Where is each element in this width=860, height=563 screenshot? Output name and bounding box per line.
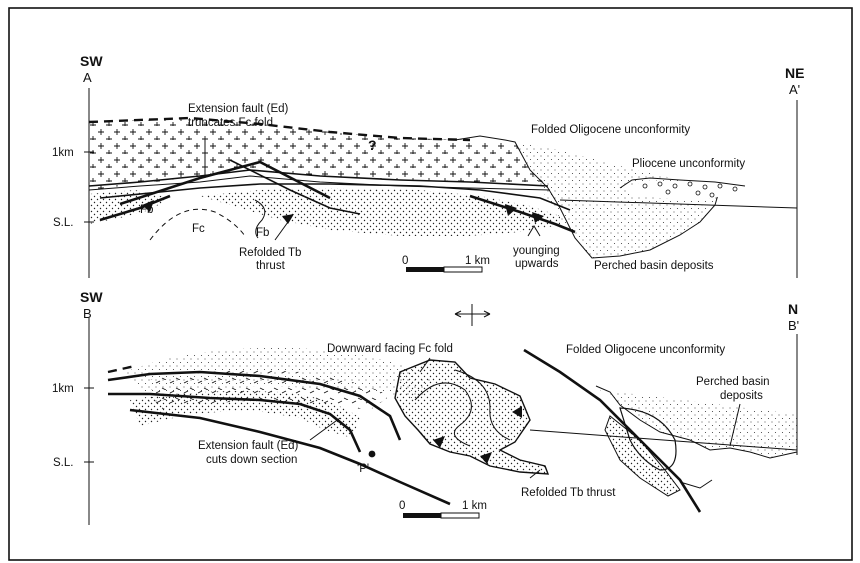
sl-label-b: S.L.: [53, 457, 73, 469]
scale-bar-a-solid: [406, 267, 444, 272]
question-mark: ?: [368, 137, 377, 153]
pliocene-unconformity-label: Pliocene unconformity: [632, 158, 745, 170]
a-prime-label: A': [789, 82, 800, 97]
folded-unconformity-label-a: Folded Oligocene unconformity: [531, 124, 690, 136]
b-label: B: [83, 306, 92, 321]
way-up-symbol: [455, 304, 490, 326]
younging-label-1: younging: [513, 245, 560, 257]
b-prime-label: B': [788, 318, 799, 333]
fb-label-right: Fb: [256, 227, 269, 239]
point-p: [369, 451, 376, 458]
refolded-label-a-1: Refolded Tb: [239, 247, 301, 259]
fb-label-left: Fb: [140, 204, 153, 216]
perched-basin-label-a: Perched basin deposits: [594, 260, 714, 272]
extension-fault-label-a-1: Extension fault (Ed): [188, 103, 289, 115]
extension-fault-label-b-2: cuts down section: [206, 454, 297, 466]
extension-fault-label-b-1: Extension fault (Ed): [198, 440, 299, 452]
n-label: N: [788, 301, 798, 317]
scale-zero-a: 0: [402, 255, 408, 267]
scale-bar-b-open: [441, 513, 479, 518]
perched-basin-label-b-1: Perched basin: [696, 376, 770, 388]
plus-unit: [89, 118, 548, 190]
extension-fault-label-a-2: truncates Fc fold: [188, 117, 273, 129]
section-b: SW B N B' 1km S.L. Downward facing Fc fo…: [52, 289, 799, 525]
perched-basin-label-b-2: deposits: [720, 390, 763, 402]
km-label-a: 1km: [52, 147, 74, 159]
sw-label-a: SW: [80, 53, 103, 69]
scale-km-b: 1 km: [462, 500, 487, 512]
a-label: A: [83, 70, 92, 85]
p-label: 'P': [357, 463, 369, 475]
sw-label-b: SW: [80, 289, 103, 305]
scale-bar-b-solid: [403, 513, 441, 518]
scale-bar-a-open: [444, 267, 482, 272]
figure-frame: [9, 8, 852, 560]
folded-unconformity-label-b: Folded Oligocene unconformity: [566, 344, 725, 356]
sl-label-a: S.L.: [53, 217, 73, 229]
ne-label: NE: [785, 65, 804, 81]
leader-refolded-a: [275, 222, 288, 240]
refolded-label-a-2: thrust: [256, 260, 286, 272]
downward-facing-label: Downward facing Fc fold: [327, 343, 453, 355]
km-label-b: 1km: [52, 383, 74, 395]
refolded-thrust-label-b: Refolded Tb thrust: [521, 487, 616, 499]
scale-zero-b: 0: [399, 500, 405, 512]
section-a: SW A NE A' 1km S.L. ? Extension fault (E…: [52, 53, 804, 278]
younging-label-2: upwards: [515, 258, 559, 270]
scale-km-a: 1 km: [465, 255, 490, 267]
lower-stipple-unit-a: [200, 188, 560, 236]
fc-label-a: Fc: [192, 223, 205, 235]
